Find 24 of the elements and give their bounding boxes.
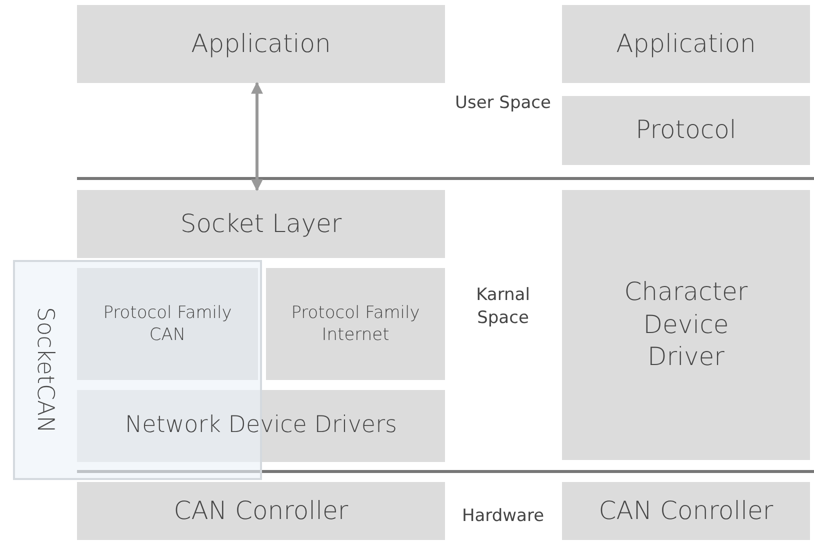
module-label: SocketCAN [30,307,59,433]
layer-box [266,268,445,380]
layer-label: CAN Conroller [174,494,348,527]
layer-label: Network Device Drivers [124,411,398,440]
layer-label: Character Device Driver [623,276,749,374]
space-label: User Space [454,92,552,115]
layer-box [562,5,810,83]
layer-box [562,190,810,460]
space-label: Hardware [460,505,546,528]
layer-label: CAN Conroller [598,494,774,527]
layer-box [77,5,445,83]
layer-box [77,482,445,540]
layer-label: Application [616,28,756,60]
layer-box [562,96,810,165]
layer-box [77,390,445,462]
layer-box [562,482,810,540]
layer-label: Protocol Family Internet [290,302,421,346]
layer-label: Protocol Family CAN [102,302,233,346]
layer-label: Socket Layer [180,208,342,240]
layer-label: Protocol [636,114,736,146]
layer-label: Application [191,28,331,60]
space-label: Karnal Space [475,284,531,330]
layer-box [77,190,445,258]
double-arrow [251,82,263,192]
